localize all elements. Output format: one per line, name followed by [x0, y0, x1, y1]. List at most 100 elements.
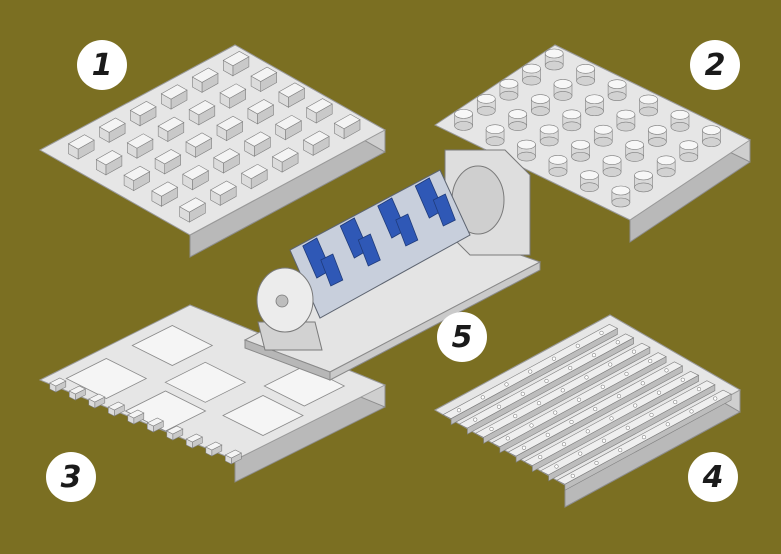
chuck-base [522, 75, 541, 86]
module-number-5: 5 [437, 312, 487, 362]
rail-side [483, 346, 651, 444]
workpiece-plate [131, 325, 214, 366]
chuck-top [522, 63, 541, 74]
edge-clamp-top [49, 377, 67, 387]
rail-hole [568, 365, 573, 371]
chuck-base [593, 136, 613, 147]
rail-hole [600, 384, 605, 389]
vise-clamp-top [98, 117, 126, 133]
rail-hole [578, 451, 583, 456]
rail-hole [521, 445, 527, 450]
vise-clamp-top [275, 114, 302, 131]
rail-hole [545, 432, 550, 437]
vise-clamp-top [191, 67, 219, 83]
rail-hole [569, 419, 574, 425]
module-number-3: 3 [46, 452, 96, 502]
rail-hole [673, 399, 678, 405]
chuck-top [702, 125, 721, 135]
vise-clamp-top [185, 132, 213, 148]
chuck-top [670, 109, 690, 120]
rail-hole [496, 404, 502, 409]
chuck-base [639, 106, 658, 117]
rail-side [532, 374, 699, 473]
rail-hole [513, 414, 518, 419]
rail-hole [625, 425, 630, 430]
chuck-base [517, 151, 536, 162]
chuck-base [585, 106, 604, 117]
chuck-base [576, 76, 595, 86]
rail-hole [591, 353, 597, 358]
rail-hole [528, 369, 533, 374]
rail-side [564, 393, 732, 491]
chuck-top [548, 155, 568, 165]
chuck-base [485, 136, 505, 147]
rail-hole [616, 394, 622, 399]
fixture-module-4 [433, 314, 742, 508]
rail-hole [456, 408, 462, 413]
chuck-base [602, 167, 622, 177]
module-number-4: 4 [688, 452, 738, 502]
vise-clamp-top [123, 165, 151, 181]
chuck-top [611, 185, 631, 196]
rail-hole [631, 349, 637, 354]
rail-hole [656, 390, 662, 395]
chuck-top [485, 124, 505, 135]
rail-hole [640, 381, 645, 386]
spindle-hub [275, 294, 289, 308]
rail-hole [696, 387, 702, 392]
vise-clamp-top [126, 133, 154, 149]
rail-hole [520, 391, 525, 396]
vise-clamp-top [188, 100, 216, 116]
vise-clamp-top [179, 197, 206, 213]
workpiece-plate [164, 361, 247, 403]
chuck-top [539, 124, 559, 135]
rail-hole [584, 375, 589, 380]
module-number-2: 2 [690, 40, 740, 90]
chuck-top [602, 155, 622, 165]
chuck-base [670, 121, 690, 132]
chuck-top [656, 155, 676, 166]
workpiece-plate [65, 358, 148, 399]
rail-hole [538, 455, 543, 460]
rail-hole [680, 377, 685, 382]
rail-hole [599, 330, 604, 335]
chuck-base [611, 197, 631, 208]
edge-clamp-top [205, 441, 223, 451]
vise-clamp-top [129, 101, 157, 117]
clamp-block [357, 233, 381, 267]
chuck-base [607, 91, 627, 101]
rail-hole [480, 395, 485, 400]
rail-hole [665, 422, 670, 427]
rail-hole [570, 473, 575, 478]
edge-clamp-top [127, 409, 145, 419]
rail-hole [713, 396, 718, 401]
rail-hole [585, 429, 590, 434]
chuck-top [553, 79, 573, 89]
rail-hole [593, 407, 598, 412]
chuck-base [544, 60, 564, 71]
clamp-block [395, 213, 419, 247]
rail-hole [529, 423, 534, 428]
chuck-base [531, 106, 550, 116]
rail-hole [554, 464, 559, 469]
rail-hole [618, 448, 623, 453]
edge-clamp-top [224, 449, 242, 459]
vise-clamp-top [157, 116, 185, 132]
rail-hole [615, 340, 620, 345]
rail-side [515, 365, 683, 463]
edge-clamp-top [166, 425, 184, 435]
fixture-module-2 [433, 44, 752, 243]
chuck-base [656, 167, 676, 178]
chuck-top [580, 170, 599, 180]
clamp-block [432, 193, 456, 227]
chuck-base [679, 152, 699, 163]
rail-hole [504, 382, 509, 387]
rail-hole [689, 409, 694, 414]
chuck-base [548, 167, 568, 177]
vise-clamp-top [151, 181, 179, 197]
chuck-top [576, 64, 595, 74]
chuck-top [476, 93, 496, 104]
vise-clamp-top [182, 164, 210, 181]
rail-hole [536, 401, 542, 406]
rail-hole [544, 378, 549, 383]
